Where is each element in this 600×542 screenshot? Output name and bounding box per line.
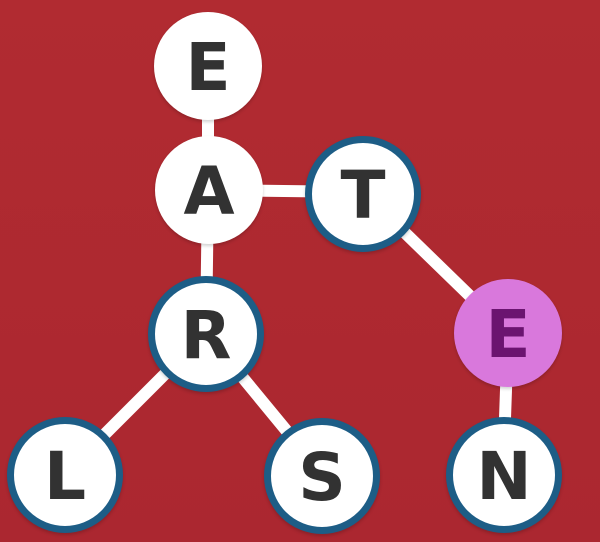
letter-tile-l[interactable]: L: [7, 417, 123, 533]
letter-tile-s[interactable]: S: [264, 418, 380, 534]
letter-e-top: E: [185, 29, 231, 106]
letter-a: A: [183, 153, 235, 230]
letter-t: T: [340, 157, 386, 234]
letter-tile-e-top[interactable]: E: [154, 12, 262, 120]
letter-s: S: [298, 439, 346, 516]
letter-tile-n[interactable]: N: [446, 417, 562, 533]
letter-r: R: [180, 297, 232, 374]
letter-tile-r[interactable]: R: [148, 276, 264, 392]
letter-tile-t[interactable]: T: [305, 136, 421, 252]
letter-e-highlighted: E: [485, 296, 531, 373]
letter-l: L: [43, 438, 87, 515]
letter-tile-a[interactable]: A: [155, 136, 263, 244]
letter-tile-e-highlighted[interactable]: E: [454, 279, 562, 387]
letter-n: N: [476, 438, 532, 515]
